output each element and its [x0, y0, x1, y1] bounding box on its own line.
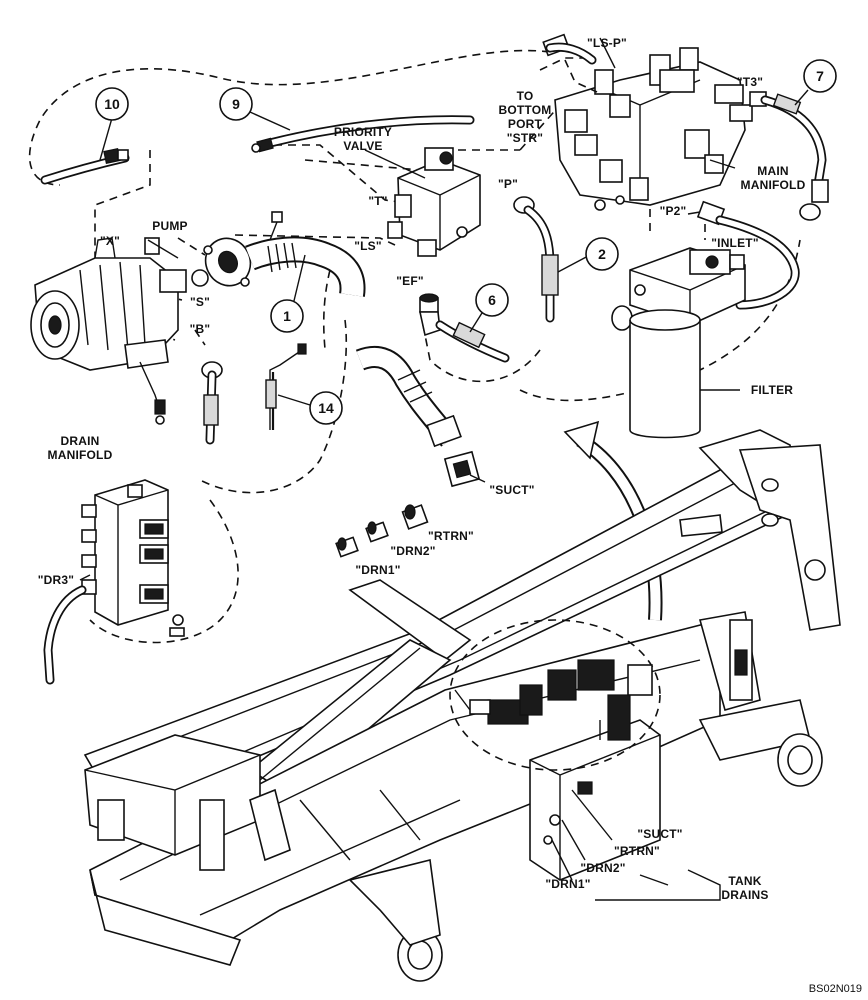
hose-2: [513, 196, 591, 323]
hose-6: [419, 293, 510, 363]
suction-hose-to-tank: [355, 345, 486, 488]
filter-assembly: [611, 247, 746, 439]
label-ls: "LS": [354, 239, 382, 253]
svg-text:14: 14: [318, 400, 334, 416]
label-tank: TANK: [728, 874, 761, 888]
label-drn1-tank: "DRN1": [545, 877, 590, 891]
label-suct-top: "SUCT": [489, 483, 534, 497]
label-pump: PUMP: [152, 219, 187, 233]
label-priority: PRIORITY: [334, 125, 392, 139]
label-inlet: "INLET": [711, 236, 758, 250]
inlet-hose: [687, 200, 800, 310]
hose-9: [249, 111, 475, 153]
location-arrow: [563, 420, 663, 621]
label-drains: DRAINS: [721, 888, 768, 902]
label-rtrn-top: "RTRN": [428, 529, 474, 543]
label-x: "X": [100, 234, 120, 248]
callout-9: 9: [219, 87, 253, 121]
callout-2: 2: [585, 237, 619, 271]
callout-7: 7: [803, 59, 837, 93]
svg-text:2: 2: [598, 246, 606, 262]
label-str: "STR": [507, 131, 543, 145]
pump-assembly: [30, 237, 187, 425]
label-t: "T": [368, 194, 387, 208]
label-main: MAIN: [757, 164, 788, 178]
figure-code: BS02N019: [809, 983, 862, 995]
svg-text:10: 10: [104, 96, 120, 112]
callout-10: 10: [95, 87, 129, 121]
pump-pressure-hoses: [201, 343, 311, 445]
label-manifold: MANIFOLD: [741, 178, 806, 192]
label-port: PORT: [508, 117, 543, 131]
drain-manifold: [43, 479, 185, 685]
label-bottom: BOTTOM: [499, 103, 552, 117]
label-rtrn-tank: "RTRN": [614, 844, 660, 858]
label-drain-manifold: MANIFOLD: [48, 448, 113, 462]
label-drn2-top: "DRN2": [390, 544, 435, 558]
label-b: "B": [190, 322, 211, 336]
priority-valve: [364, 147, 481, 257]
suction-hose-1: [191, 211, 366, 306]
label-drn1-top: "DRN1": [355, 563, 400, 577]
main-manifold: [542, 33, 753, 211]
label-p2: "P2": [660, 204, 687, 218]
hose-7: [749, 89, 829, 221]
label-suct-tank: "SUCT": [637, 827, 682, 841]
label-t3: "T3": [737, 75, 763, 89]
hose-10: [40, 117, 130, 185]
svg-text:1: 1: [283, 308, 291, 324]
svg-text:9: 9: [232, 96, 240, 112]
svg-text:7: 7: [816, 68, 824, 84]
callout-1: 1: [270, 299, 304, 333]
label-filter: FILTER: [751, 383, 793, 397]
leader-lines: [79, 239, 721, 901]
label-drain: DRAIN: [61, 434, 100, 448]
machine-chassis: [83, 429, 841, 982]
label-ef: "EF": [396, 274, 424, 288]
label-valve: VALVE: [343, 139, 382, 153]
label-ls-p: "LS-P": [587, 36, 627, 50]
component-labels: "LS-P" TO BOTTOM PORT "STR" "T3" MAIN MA…: [38, 36, 862, 995]
label-dr3: "DR3": [38, 573, 74, 587]
label-s: "S": [190, 295, 210, 309]
label-drn2-tank: "DRN2": [580, 861, 625, 875]
label-p: "P": [498, 177, 518, 191]
callout-14: 14: [309, 391, 343, 425]
label-to: TO: [517, 89, 534, 103]
tank-fittings-loose: [335, 504, 429, 558]
callout-6: 6: [475, 283, 509, 317]
svg-text:6: 6: [488, 292, 496, 308]
